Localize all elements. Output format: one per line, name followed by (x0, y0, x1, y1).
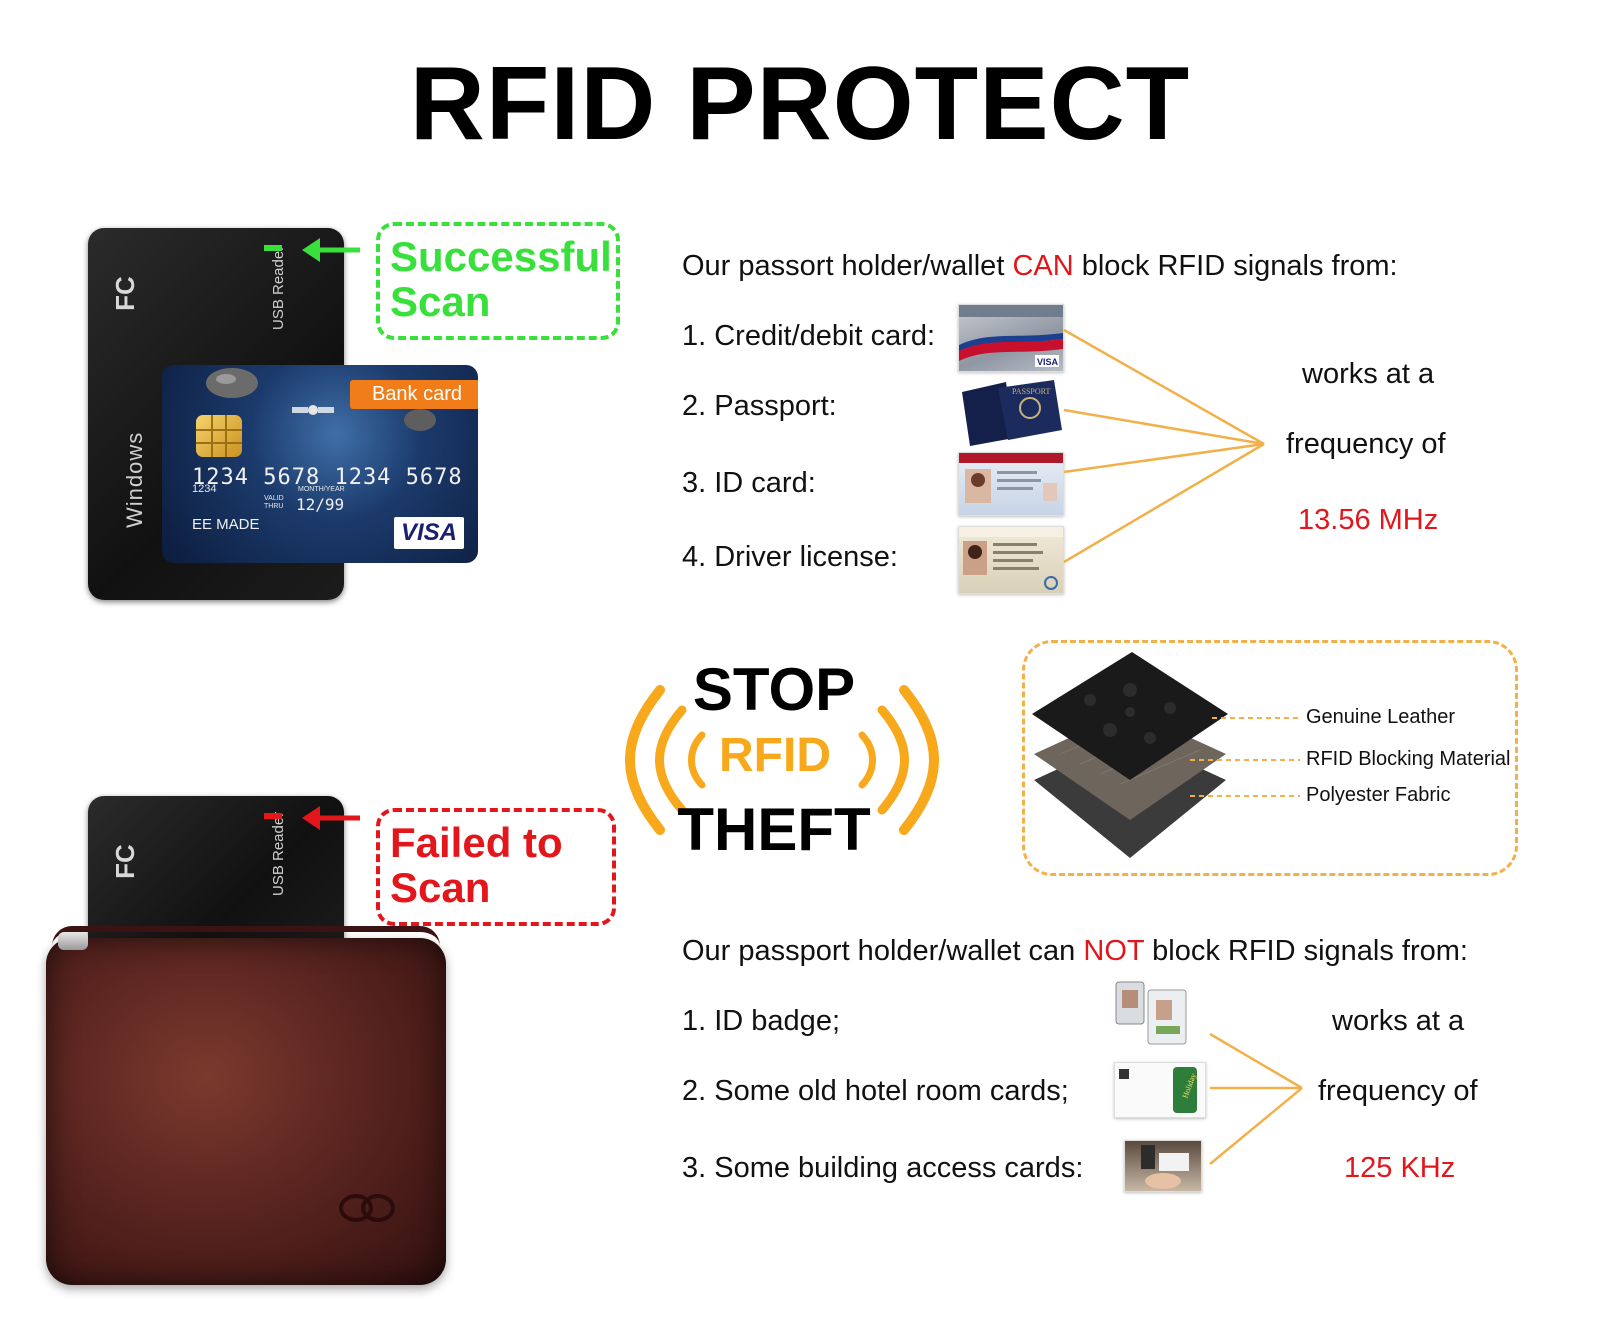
not-emphasis: NOT (1083, 935, 1145, 967)
card-small-number: 1234 (192, 483, 217, 495)
card-valid-label: VALID THRU (264, 495, 284, 510)
leather-wallet (46, 932, 446, 1285)
usb-reader-label: USB Reader (270, 245, 287, 330)
can-freq-line1: works at a (1302, 358, 1435, 390)
id-badge-icon (1112, 976, 1202, 1048)
visa-logo-icon: VISA (393, 517, 464, 549)
satellite-icon (292, 405, 334, 415)
rfid-text: RFID (719, 729, 831, 782)
usb-reader-label: USB Reader (270, 811, 287, 896)
zipper-pull-icon (58, 932, 88, 950)
fc-mark-icon: FC (109, 276, 140, 311)
brand-logo-icon (339, 1194, 395, 1222)
material-layers-icon (1032, 652, 1228, 858)
can-freq-line2: frequency of (1286, 428, 1446, 460)
bank-card-tag: Bank card (349, 380, 478, 409)
card-expiry: 12/99 (296, 495, 345, 514)
asteroid-icon (206, 368, 258, 398)
can-emphasis: CAN (1012, 250, 1074, 282)
access-card-icon (1124, 1140, 1202, 1192)
failed-scan-callout: Failed to Scan (376, 808, 616, 926)
asteroid-icon (404, 409, 436, 431)
theft-text: THEFT (677, 796, 871, 863)
material-rfid-blocking: RFID Blocking Material (1306, 748, 1511, 770)
stop-text: STOP (692, 656, 856, 723)
can-item-driver-license: 4. Driver license: (682, 541, 898, 573)
page-title: RFID PROTECT (409, 46, 1191, 162)
svg-text:VISA: VISA (1037, 357, 1059, 367)
material-genuine-leather: Genuine Leather (1306, 706, 1456, 728)
driver-license-icon (958, 526, 1064, 594)
success-led-icon (264, 245, 282, 251)
successful-scan-line1: Successful (390, 233, 612, 280)
material-polyester-fabric: Polyester Fabric (1306, 784, 1451, 806)
failed-led-icon (264, 813, 282, 819)
successful-scan-line2: Scan (390, 278, 491, 325)
id-card-icon (958, 452, 1064, 516)
material-layers-panel (1022, 640, 1518, 876)
bank-card: Bank card 1234 5678 1234 5678 1234 VALID… (162, 365, 478, 563)
cannot-freq-line2: frequency of (1318, 1075, 1478, 1107)
can-item-id-card: 3. ID card: (682, 467, 816, 499)
cannot-freq-value: 125 KHz (1344, 1152, 1456, 1184)
card-chip-icon (196, 415, 242, 457)
can-item-passport: 2. Passport: (682, 390, 837, 422)
credit-card-icon: VISA (958, 304, 1064, 372)
card-holder: EE MADE (192, 516, 260, 533)
wallet-zipper (52, 926, 440, 962)
failed-scan-line2: Scan (390, 864, 491, 911)
fc-mark-icon: FC (109, 844, 140, 879)
cannot-freq-line1: works at a (1332, 1005, 1465, 1037)
material-leader-lines (1190, 717, 1300, 797)
successful-scan-callout: Successful Scan (376, 222, 620, 340)
windows-label: Windows (122, 431, 147, 528)
frequency-connector-lines-bottom (1209, 1032, 1303, 1165)
frequency-connector-lines-top (1063, 328, 1265, 564)
failed-scan-line1: Failed to (390, 819, 563, 866)
rfid-signal-waves-icon (625, 685, 939, 835)
svg-text:PASSPORT: PASSPORT (1012, 387, 1050, 396)
cannot-item-id-badge: 1. ID badge; (682, 1005, 840, 1037)
success-arrow-icon (302, 238, 360, 262)
cannot-item-access-card: 3. Some building access cards: (682, 1152, 1084, 1184)
card-month-year-label: MONTH/YEAR (298, 486, 345, 493)
cannot-block-heading: Our passport holder/wallet can NOT block… (682, 935, 1468, 967)
failed-arrow-icon (302, 806, 360, 830)
can-freq-value: 13.56 MHz (1298, 504, 1439, 536)
card-number: 1234 5678 1234 5678 (192, 465, 463, 490)
usb-reader-bottom: FC USB Reader (88, 796, 344, 966)
cannot-item-hotel-card: 2. Some old hotel room cards; (682, 1075, 1069, 1107)
passport-icon: PASSPORT (958, 378, 1064, 446)
can-item-credit-card: 1. Credit/debit card: (682, 320, 936, 352)
hotel-card-icon: Holiday (1114, 1062, 1206, 1118)
can-block-heading: Our passort holder/wallet CAN block RFID… (682, 250, 1398, 282)
